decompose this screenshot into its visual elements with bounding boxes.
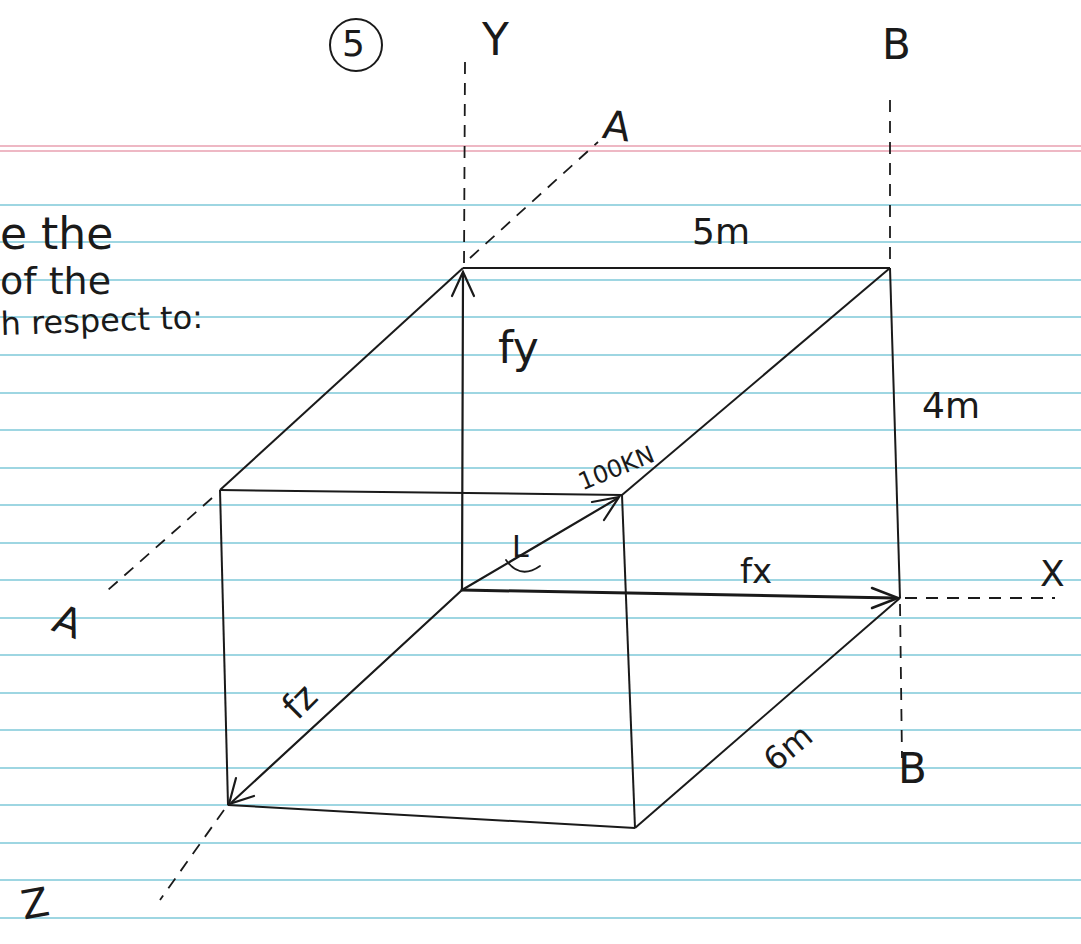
note-text: e the (0, 212, 113, 256)
angle-label: L (512, 532, 529, 562)
problem-circle (330, 19, 382, 71)
force-arrows (229, 272, 898, 804)
box-edges (220, 268, 900, 828)
force-label: 100KN (575, 442, 658, 494)
dimension: 6m (758, 719, 818, 777)
axis-label: A (48, 598, 87, 645)
axis-label: X (1040, 556, 1065, 592)
axis-label: B (882, 24, 911, 66)
force-label: fx (740, 554, 772, 588)
axis-label: Y (482, 18, 509, 62)
axis-label: Z (18, 881, 52, 925)
dimension: 5m (692, 214, 750, 250)
axis-label: A (600, 104, 633, 147)
margin-lines (0, 146, 1081, 151)
axis-label: B (898, 748, 927, 790)
note-text: h respect to: (0, 301, 203, 340)
dimension: 4m (922, 388, 980, 424)
note-text: of the (0, 262, 111, 300)
force-label: fz (276, 678, 324, 726)
notebook-lines (0, 205, 1081, 918)
problem-number: 5 (342, 26, 365, 62)
force-label: fy (498, 326, 539, 370)
axis-dashes (108, 62, 1055, 900)
